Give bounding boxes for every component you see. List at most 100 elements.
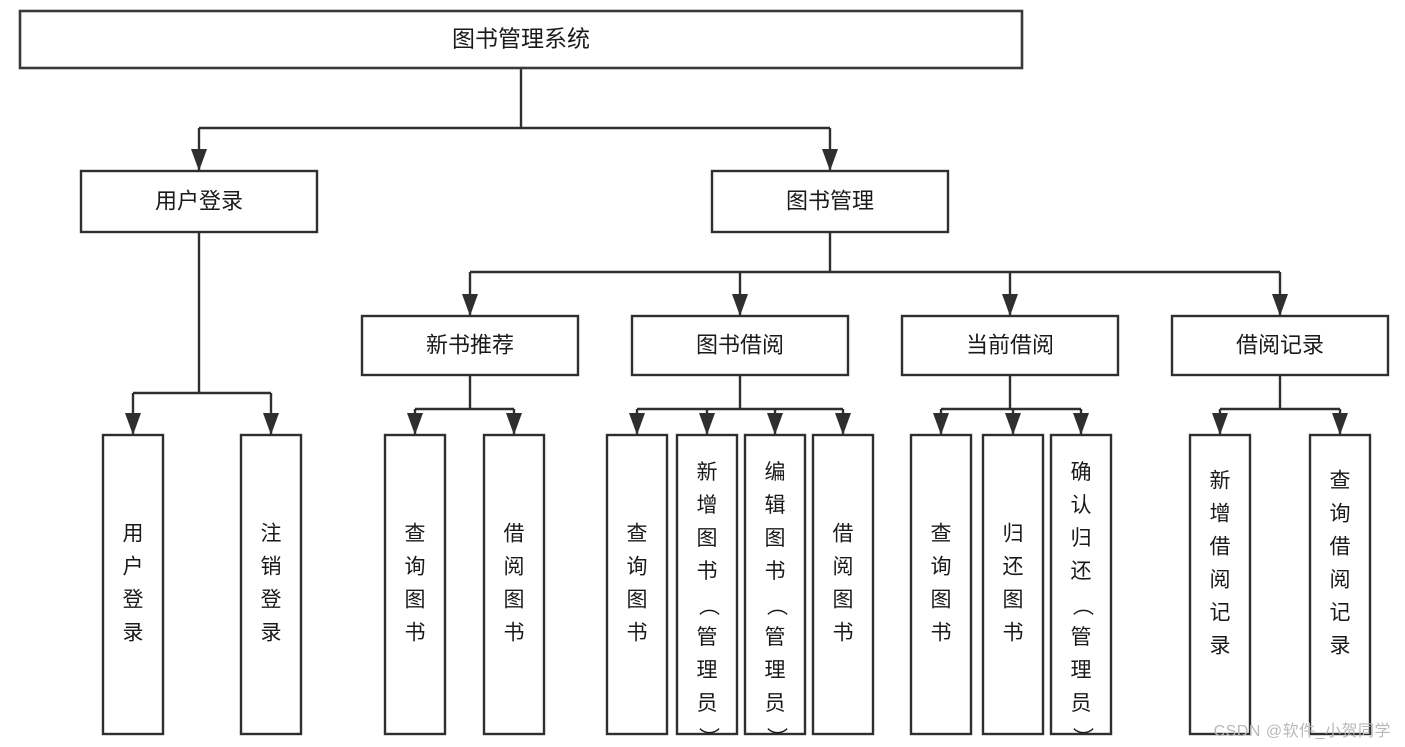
svg-text:归: 归	[1003, 523, 1024, 546]
arrow-head-借阅记录-0	[1212, 413, 1228, 435]
root-node-图书管理系统-label: 图书管理系统	[452, 26, 590, 52]
leaf-查询图书-8-box[interactable]	[909, 433, 973, 736]
level3-node-当前借阅[interactable]: 当前借阅	[900, 314, 1120, 377]
arrow-head-图书借阅-2	[767, 413, 783, 435]
svg-text:理: 理	[697, 659, 718, 682]
level3-node-新书推荐[interactable]: 新书推荐	[360, 314, 580, 377]
svg-text:增: 增	[1210, 503, 1231, 526]
level3-node-新书推荐-box[interactable]	[360, 314, 580, 377]
leaf-查询图书-2-box[interactable]	[383, 433, 447, 736]
svg-text:录: 录	[123, 622, 144, 645]
svg-text:增: 增	[697, 494, 718, 517]
leaf-借阅图书-7-box[interactable]	[811, 433, 875, 736]
svg-text:图: 图	[697, 527, 718, 550]
svg-text:书: 书	[697, 560, 718, 583]
svg-text:图: 图	[405, 589, 426, 612]
leaf-编辑图书-管理员-6-box[interactable]	[743, 433, 807, 736]
svg-text:阅: 阅	[504, 556, 525, 579]
level3-node-图书借阅-label: 图书借阅	[696, 332, 784, 357]
arrow-head-图书借阅-0	[629, 413, 645, 435]
svg-text:员: 员	[1071, 692, 1092, 715]
level2-node-图书管理-label: 图书管理	[786, 188, 874, 213]
svg-text:新: 新	[1210, 470, 1231, 493]
svg-text:）: ）	[1070, 727, 1093, 747]
svg-text:书: 书	[1003, 622, 1024, 645]
root-node-图书管理系统[interactable]: 图书管理系统	[18, 9, 1024, 70]
leaf-查询图书-4-box[interactable]	[605, 433, 669, 736]
leaf-用户登录-0-box[interactable]	[101, 433, 165, 736]
leaf-新增借阅记录-11-box[interactable]	[1188, 433, 1252, 736]
svg-text:借: 借	[1330, 536, 1351, 559]
arrow-head-当前借阅-0	[933, 413, 949, 435]
level3-node-图书借阅-box[interactable]	[630, 314, 850, 377]
svg-text:书: 书	[833, 622, 854, 645]
level2-node-图书管理-box[interactable]	[710, 169, 950, 234]
leaf-注销登录-1-box[interactable]	[239, 433, 303, 736]
level3-node-借阅记录-label: 借阅记录	[1236, 332, 1324, 357]
svg-text:管: 管	[697, 626, 718, 649]
svg-text:查: 查	[627, 523, 648, 546]
arrow-head-图书管理-0	[462, 294, 478, 316]
svg-text:认: 认	[1071, 494, 1092, 517]
svg-text:理: 理	[1071, 659, 1092, 682]
arrow-head-用户登录-0	[125, 413, 141, 435]
svg-text:记: 记	[1330, 602, 1351, 625]
level3-node-借阅记录-box[interactable]	[1170, 314, 1390, 377]
root-node-图书管理系统-box[interactable]	[18, 9, 1024, 70]
svg-text:阅: 阅	[833, 556, 854, 579]
svg-text:询: 询	[1330, 503, 1351, 526]
level2-node-用户登录[interactable]: 用户登录	[79, 169, 319, 234]
arrow-head-用户登录-1	[263, 413, 279, 435]
arrow-head-图书管理系统-1	[822, 149, 838, 171]
level3-node-当前借阅-box[interactable]	[900, 314, 1120, 377]
svg-text:编: 编	[765, 461, 786, 484]
arrow-head-新书推荐-0	[407, 413, 423, 435]
level3-node-图书借阅[interactable]: 图书借阅	[630, 314, 850, 377]
leaf-借阅图书-3-box[interactable]	[482, 433, 546, 736]
arrow-head-新书推荐-1	[506, 413, 522, 435]
svg-text:（: （	[696, 595, 719, 616]
svg-text:管: 管	[765, 626, 786, 649]
svg-text:新: 新	[697, 461, 718, 484]
arrow-head-当前借阅-2	[1073, 413, 1089, 435]
level2-node-图书管理[interactable]: 图书管理	[710, 169, 950, 234]
watermark-text: CSDN @软件_小贺同学	[1213, 723, 1391, 740]
svg-text:阅: 阅	[1210, 569, 1231, 592]
svg-text:员: 员	[765, 692, 786, 715]
arrow-head-当前借阅-1	[1005, 413, 1021, 435]
svg-text:员: 员	[697, 692, 718, 715]
leaf-新增图书-管理员-5-box[interactable]	[675, 433, 739, 736]
svg-text:录: 录	[1210, 635, 1231, 658]
leaf-归还图书-9-box[interactable]	[981, 433, 1045, 736]
svg-text:）: ）	[696, 727, 719, 747]
nodes-layer: 图书管理系统用户登录图书管理新书推荐图书借阅当前借阅借阅记录用户登录注销登录查询…	[18, 9, 1390, 747]
leaf-查询借阅记录-12-box[interactable]	[1308, 433, 1372, 736]
svg-text:注: 注	[261, 523, 282, 546]
level2-node-用户登录-box[interactable]	[79, 169, 319, 234]
leaf-确认归还-管理员-10-box[interactable]	[1049, 433, 1113, 736]
level3-node-借阅记录[interactable]: 借阅记录	[1170, 314, 1390, 377]
svg-text:书: 书	[627, 622, 648, 645]
svg-text:理: 理	[765, 659, 786, 682]
leaf-用户登录-0[interactable]: 用户登录	[101, 433, 165, 736]
arrow-head-图书借阅-3	[835, 413, 851, 435]
